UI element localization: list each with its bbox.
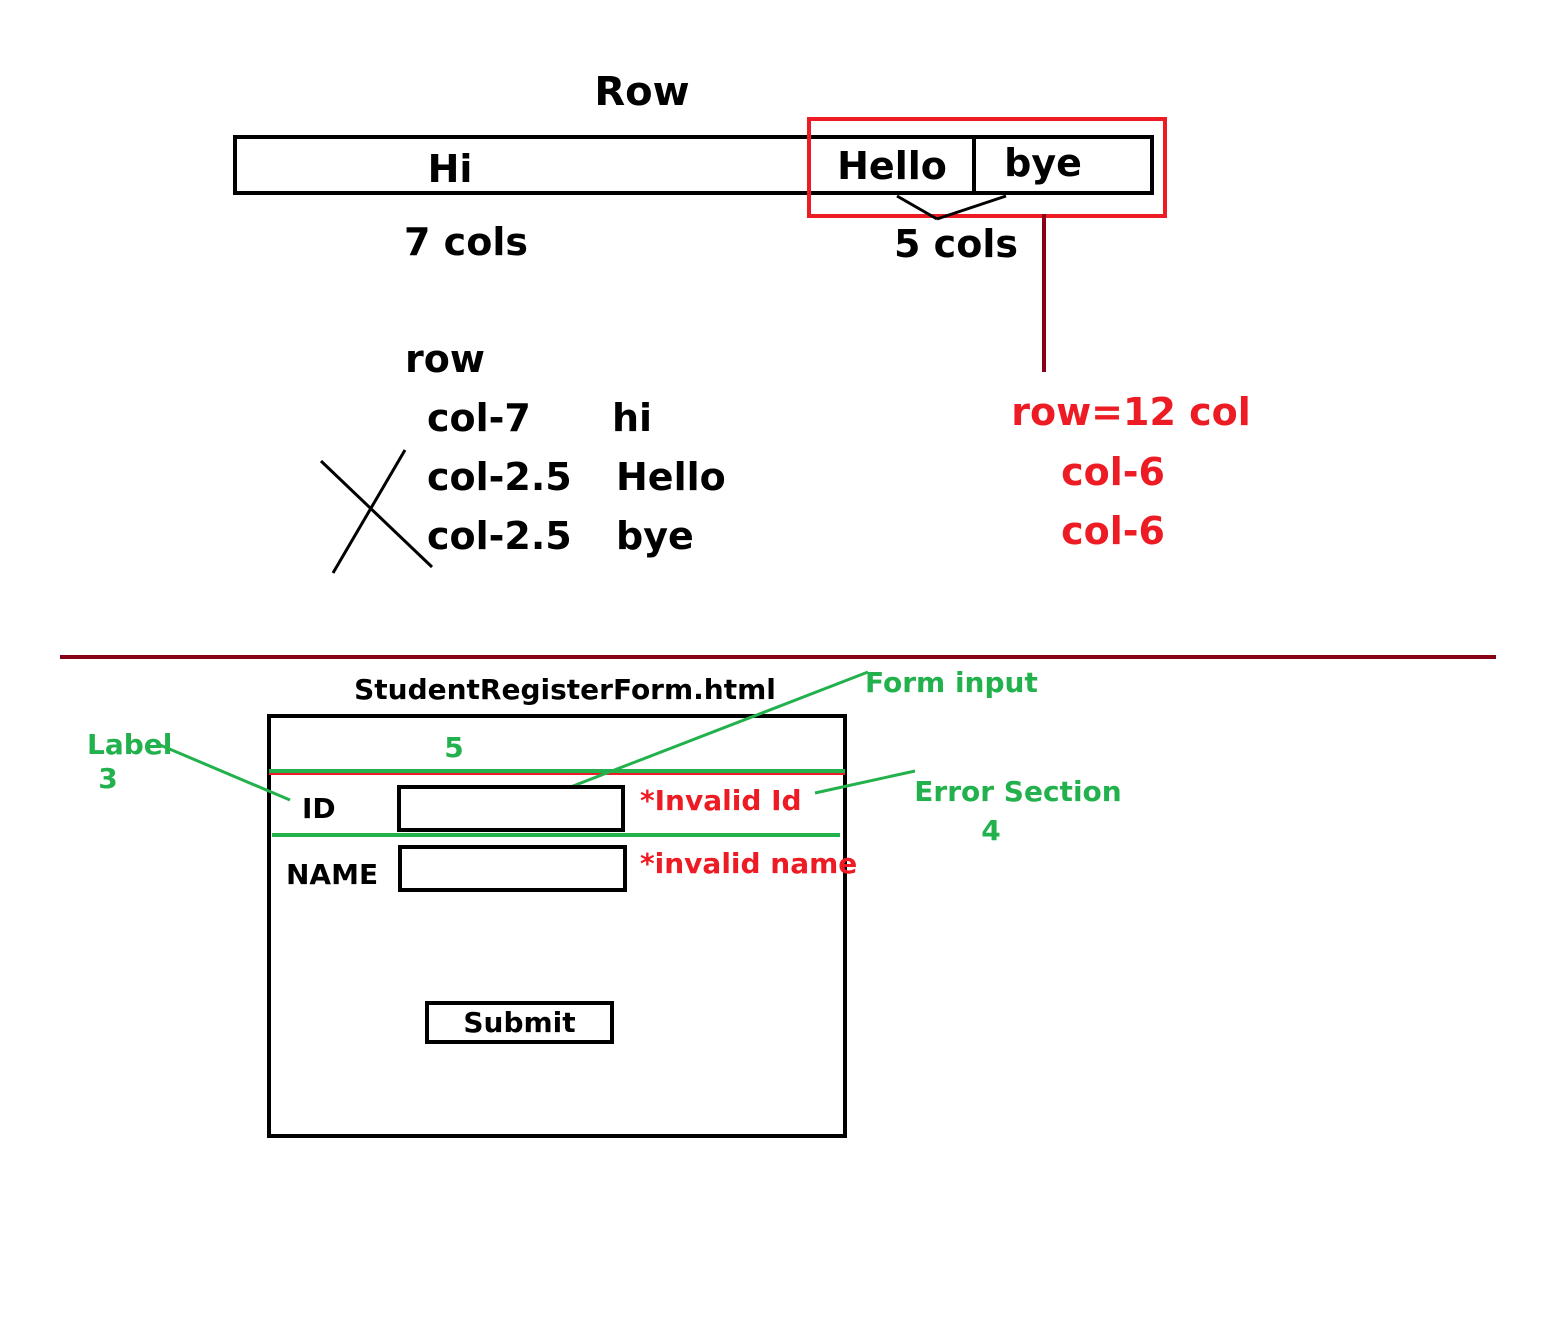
id-input[interactable]: [397, 785, 625, 832]
code-text-1: hi: [612, 396, 652, 440]
note-line-1: row=12 col: [1011, 390, 1251, 434]
label-pointer: [159, 743, 291, 802]
name-label: NAME: [286, 858, 378, 891]
label-7-cols: 7 cols: [404, 220, 528, 264]
code-col-1: col-7: [427, 396, 531, 440]
cell-hi: Hi: [428, 147, 473, 191]
annotation-three: 3: [98, 762, 117, 795]
submit-button[interactable]: Submit: [425, 1001, 614, 1044]
code-row-keyword: row: [405, 337, 485, 381]
cross-stroke-b: [331, 449, 407, 574]
note-line-3: col-6: [1061, 509, 1165, 553]
cross-stroke-a: [319, 459, 434, 569]
form-frame: [267, 714, 847, 1138]
form-title: StudentRegisterForm.html: [354, 673, 776, 706]
id-label: ID: [302, 792, 336, 825]
annotation-label: Label: [87, 728, 172, 761]
name-input[interactable]: [398, 845, 627, 892]
id-error: *Invalid Id: [640, 784, 802, 817]
annotation-form-input: Form input: [865, 666, 1038, 699]
error-section-pointer: [814, 769, 916, 795]
annotation-five: 5: [444, 731, 463, 764]
code-text-3: bye: [616, 514, 694, 558]
row-title: Row: [594, 69, 689, 115]
annotation-error-section: Error Section: [914, 775, 1121, 808]
code-col-2: col-2.5: [427, 455, 572, 499]
label-5-cols: 5 cols: [894, 222, 1018, 266]
form-input-pointer: [554, 670, 869, 795]
row-box: [233, 135, 1154, 195]
annotation-four: 4: [981, 814, 1000, 847]
cell-bye: bye: [1004, 141, 1082, 185]
code-text-2: Hello: [616, 455, 726, 499]
note-line-2: col-6: [1061, 450, 1165, 494]
code-col-3: col-2.5: [427, 514, 572, 558]
brace-left: [896, 194, 938, 221]
name-error: *invalid name: [640, 847, 857, 880]
brace-right: [936, 194, 1007, 221]
highlight-box: [807, 117, 1167, 218]
cell-hello: Hello: [837, 144, 947, 188]
